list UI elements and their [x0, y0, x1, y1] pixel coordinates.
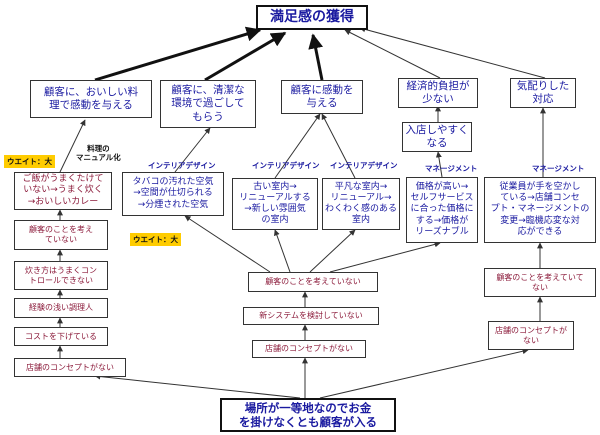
top-node-clean-environment: 顧客に、清潔な 環境で過ごして もらう — [160, 80, 256, 128]
weight-badge-center: ウエイト：大 — [130, 233, 181, 246]
left-node-cooking-control: 炊き方はうまくコン トロールできない — [14, 261, 108, 290]
label-interior-3: インテリアデザイン — [330, 161, 398, 170]
top-node-impress-customers: 顧客に感動を 与える — [281, 80, 363, 114]
mid-node-rice: ご飯がうまくたけて いない→うまく炊く →おいしいカレー — [14, 172, 112, 210]
node-easy-entry: 入店しやすく なる — [402, 122, 472, 152]
label-interior-1: インテリアデザイン — [148, 161, 216, 170]
left-node-cost-cutting: コストを下げている — [14, 327, 108, 346]
label-manual: 料理の マニュアル化 — [76, 144, 121, 162]
left-node-no-concept: 店舗のコンセプトがない — [14, 358, 126, 377]
weight-badge-left: ウエイト：大 — [4, 155, 55, 168]
right-node-not-customer: 顧客のことを考えていて ない — [484, 268, 596, 297]
mid-node-smoking: タバコの汚れた空気 →空間が仕切られる →分煙された空気 — [122, 172, 224, 216]
center-node-no-concept: 店舗のコンセプトがない — [252, 340, 366, 358]
center-node-not-customer: 顧客のことを考えていない — [248, 272, 378, 292]
label-management-1: マネージメント — [425, 164, 478, 173]
left-node-not-customer: 顧客のことを考え ていない — [14, 220, 108, 250]
mid-node-plain-interior: 平凡な室内→ リニューアル→ わくわく感のある 室内 — [322, 178, 400, 230]
mid-node-staff: 従業員が手を空かし ている→店舗コンセ プト・マネージメントの 変更→臨機応変な… — [484, 177, 596, 243]
right-node-no-concept: 店舗のコンセプトが ない — [488, 321, 574, 350]
center-node-no-new-system: 新システムを検討していない — [243, 307, 379, 325]
goal-node: 満足感の獲得 — [256, 5, 368, 30]
goal-arrows — [94, 26, 324, 82]
top-node-delicious-food: 顧客に、おいしい料 理で感動を与える — [30, 80, 152, 118]
thin-arrows — [57, 26, 546, 399]
label-management-2: マネージメント — [532, 164, 585, 173]
top-node-low-cost: 経済的負担が 少ない — [398, 78, 478, 108]
label-interior-2: インテリアデザイン — [252, 161, 320, 170]
mid-node-old-interior: 古い室内→ リニューアルする →新しい雰囲気 の室内 — [232, 178, 318, 230]
root-node: 場所が一等地なのでお金 を掛けなくとも顧客が入る — [220, 398, 396, 432]
top-node-attentive-service: 気配りした 対応 — [510, 78, 576, 108]
left-node-inexperienced-cook: 経験の浅い調理人 — [14, 298, 108, 318]
mid-node-price: 価格が高い→ セルフサービス に合った価格に する→価格が リーズナブル — [406, 177, 478, 243]
